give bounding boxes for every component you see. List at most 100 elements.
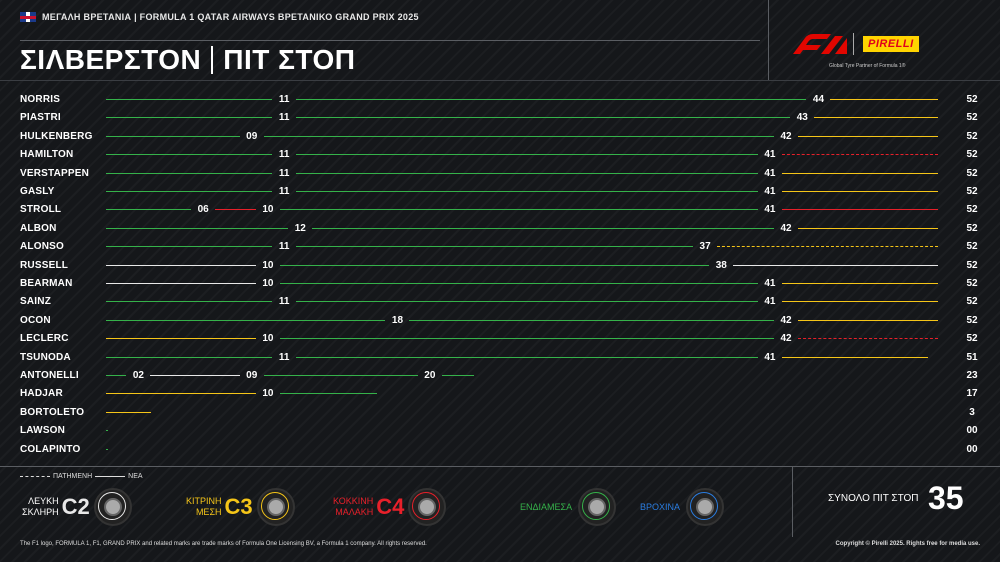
stint-bar-inter bbox=[409, 319, 775, 321]
new-label: ΝΕΑ bbox=[128, 473, 143, 480]
stint-bar-inter bbox=[106, 356, 273, 358]
tyre-label: ΕΝΔΙΑΜΕΣΑ bbox=[520, 501, 573, 512]
stint-bar-soft bbox=[798, 338, 938, 340]
stint-bar-inter bbox=[106, 172, 273, 174]
tyre-label: ΒΡΟΧΙΝΑ bbox=[640, 501, 681, 512]
driver-name: LAWSON bbox=[20, 425, 66, 437]
trademark-notice: The F1 logo, FORMULA 1, F1, GRAND PRIX a… bbox=[20, 541, 427, 547]
stint-bar-medium bbox=[798, 135, 938, 137]
used-label: ΠΑΤΗΜΕΝΗ bbox=[53, 473, 93, 480]
final-lap-label: 52 bbox=[966, 130, 978, 142]
pit-lap-label: 43 bbox=[796, 112, 808, 124]
stint-bar-inter bbox=[279, 338, 775, 340]
tyre-legend-intermediate: ΕΝΔΙΑΜΕΣΑ bbox=[520, 488, 617, 526]
stint-bar-soft bbox=[781, 209, 938, 211]
new-line-sample bbox=[95, 476, 126, 477]
pit-lap-label: 10 bbox=[262, 333, 274, 345]
stint-bar-medium bbox=[717, 246, 938, 248]
stint-bar-medium bbox=[814, 117, 938, 119]
stint-bar-inter bbox=[106, 430, 109, 432]
stint-bar-inter bbox=[106, 301, 273, 303]
stint-bar-inter bbox=[296, 191, 758, 192]
stint-bar-medium bbox=[106, 411, 151, 413]
pit-lap-label: 11 bbox=[278, 167, 290, 179]
stint-bar-inter bbox=[106, 209, 192, 211]
driver-name: VERSTAPPEN bbox=[20, 167, 90, 179]
final-lap-label: 51 bbox=[966, 351, 978, 363]
pit-lap-label: 42 bbox=[780, 314, 792, 326]
pit-lap-label: 41 bbox=[764, 296, 776, 308]
pit-lap-label: 11 bbox=[278, 296, 290, 308]
final-lap-label: 52 bbox=[966, 278, 978, 289]
driver-name: STROLL bbox=[20, 204, 62, 216]
pit-lap-label: 18 bbox=[391, 314, 404, 326]
final-lap-label: 17 bbox=[966, 388, 978, 400]
title-subject: ΠΙΤ ΣΤΟΠ bbox=[223, 44, 356, 75]
pit-lap-label: 41 bbox=[764, 278, 776, 289]
logo-area: PIRELLI Global Tyre Partner of Formula 1… bbox=[768, 0, 1000, 80]
stint-bar-inter bbox=[279, 393, 378, 395]
stint-bar-inter bbox=[106, 319, 386, 321]
event-title: ΜΕΓΑΛΗ ΒΡΕΤΑΝΙΑ | FORMULA 1 QATAR AIRWAY… bbox=[42, 12, 419, 22]
tyre-code: C2 bbox=[61, 494, 90, 519]
pit-lap-label: 41 bbox=[764, 186, 776, 197]
stint-bar-inter bbox=[106, 99, 273, 100]
stint-bar-inter bbox=[296, 246, 694, 248]
pit-lap-label: 41 bbox=[764, 351, 776, 363]
stint-bar-medium bbox=[798, 319, 938, 321]
stint-bar-hard bbox=[106, 283, 256, 284]
pit-lap-label: 10 bbox=[262, 388, 274, 400]
stint-bar-inter bbox=[279, 264, 710, 266]
f1-logo-icon bbox=[793, 34, 847, 54]
driver-name: COLAPINTO bbox=[20, 443, 81, 455]
stint-bar-inter bbox=[106, 191, 273, 192]
stint-bar-inter bbox=[296, 117, 791, 119]
header-divider bbox=[0, 80, 1000, 81]
page-title: ΣΙΛΒΕΡΣΤΟΝ ΠΙΤ ΣΤΟΠ bbox=[20, 44, 356, 76]
driver-name: ALBON bbox=[20, 222, 57, 234]
stint-bar-inter bbox=[106, 448, 109, 450]
pit-lap-label: 11 bbox=[278, 186, 290, 197]
pit-lap-label: 44 bbox=[812, 94, 825, 105]
title-circuit: ΣΙΛΒΕΡΣΤΟΝ bbox=[20, 44, 202, 75]
uk-flag-icon bbox=[20, 12, 36, 22]
final-lap-label: 52 bbox=[966, 333, 978, 345]
event-header: ΜΕΓΑΛΗ ΒΡΕΤΑΝΙΑ | FORMULA 1 QATAR AIRWAY… bbox=[20, 12, 419, 22]
pit-lap-label: 37 bbox=[699, 241, 711, 253]
pit-lap-label: 11 bbox=[278, 94, 290, 105]
final-lap-label: 23 bbox=[966, 370, 978, 381]
pit-lap-label: 42 bbox=[780, 333, 792, 345]
driver-name: LECLERC bbox=[20, 333, 69, 345]
stint-bar-soft bbox=[215, 209, 256, 211]
total-divider bbox=[792, 467, 793, 537]
legend-divider bbox=[0, 466, 1000, 467]
pit-lap-label: 11 bbox=[278, 241, 290, 253]
final-lap-label: 52 bbox=[966, 186, 978, 197]
final-lap-label: 00 bbox=[966, 425, 978, 437]
driver-name: ALONSO bbox=[20, 241, 64, 253]
driver-name: BEARMAN bbox=[20, 278, 73, 289]
stint-bar-inter bbox=[296, 154, 758, 156]
stint-bar-inter bbox=[296, 356, 758, 358]
driver-name: TSUNODA bbox=[20, 351, 71, 363]
pit-lap-label: 41 bbox=[764, 167, 776, 179]
tyre-legend-wet: ΒΡΟΧΙΝΑ bbox=[640, 488, 725, 526]
pirelli-logo: PIRELLI bbox=[863, 36, 919, 52]
